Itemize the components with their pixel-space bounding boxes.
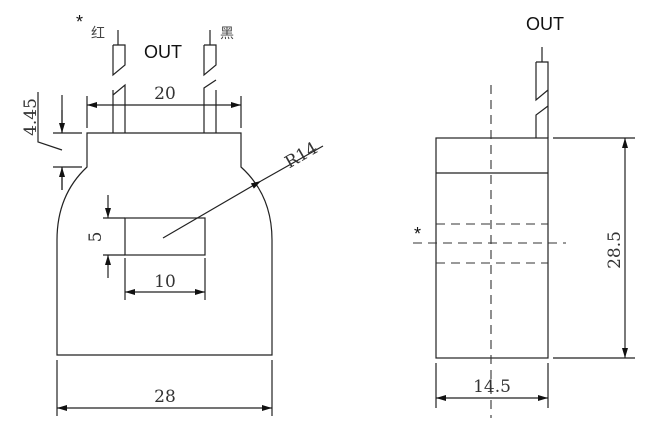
dim-window-width: 10: [154, 272, 176, 292]
dim-side-width: 14.5: [473, 377, 511, 397]
black-lead: [203, 30, 217, 133]
dim-top-height: 4.45: [21, 98, 41, 136]
side-lead: [535, 47, 549, 138]
star-mark: *: [76, 12, 83, 32]
front-view: * 红 黑 OUT 20 4.45 5 10 R14 28: [21, 12, 324, 416]
dim-width: 28: [154, 387, 176, 407]
black-label: 黑: [220, 26, 234, 42]
red-label: 红: [91, 26, 105, 42]
side-view: * OUT 28.5 14.5: [413, 14, 635, 418]
side-body-outline: [435, 137, 549, 359]
window: [124, 217, 206, 256]
front-body-outline: [56, 132, 273, 356]
out-label: OUT: [526, 14, 564, 34]
dim-height: 28.5: [605, 231, 625, 269]
dim-lead-spacing: 20: [154, 84, 176, 104]
dim-window-height: 5: [86, 232, 106, 243]
dim-radius: R14: [282, 138, 322, 173]
star-mark: *: [414, 224, 421, 244]
out-label: OUT: [144, 42, 182, 62]
red-lead: [112, 30, 126, 133]
